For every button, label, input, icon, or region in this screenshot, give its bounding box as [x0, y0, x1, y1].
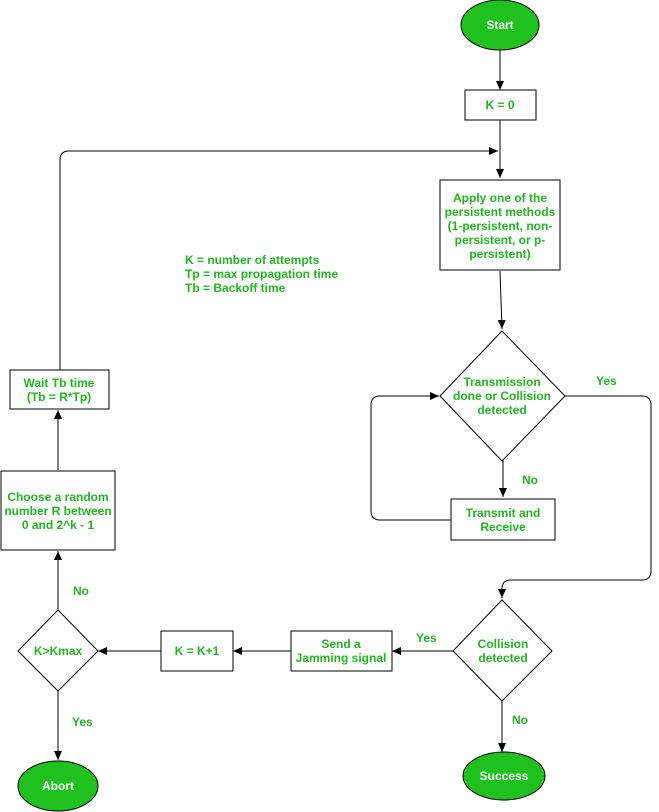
apply-line-1: Apply one of the: [453, 191, 547, 205]
apply-line-5: persistent): [469, 247, 530, 261]
tx-recv-box: [450, 498, 556, 541]
wait-box: [9, 369, 110, 410]
node-abort: Abort: [17, 760, 99, 812]
success-label: Success: [480, 769, 529, 783]
tx-done-line-2: done or Collision: [453, 389, 551, 403]
k-inc-box: [160, 630, 234, 672]
tx-recv-line-1: Transmit and: [466, 506, 541, 520]
tx-done-line-1: Transmission: [463, 375, 540, 389]
apply-box: [439, 179, 561, 271]
edge-label-tx-yes: Yes: [596, 374, 617, 388]
edge-wait-loop-to-apply: [59, 147, 498, 370]
tx-recv-line-2: Receive: [480, 520, 526, 534]
success-ellipse: [462, 751, 546, 801]
edge-label-kmax-yes: Yes: [72, 715, 93, 729]
edges: [54, 50, 652, 760]
node-k-inc: K = K+1: [160, 630, 234, 672]
legend-line-1: K = number of attempts: [185, 253, 320, 267]
k-inc-label: K = K+1: [175, 644, 220, 658]
legend-line-2: Tp = max propagation time: [185, 267, 338, 281]
jam-line-2: Jamming signal: [296, 651, 387, 665]
choose-r-line-3: 0 and 2^k - 1: [22, 518, 95, 532]
collision-line-1: Collision: [478, 637, 529, 651]
edge-tx-recv-loop-to-tx-done: [370, 392, 451, 521]
node-tx-done: Transmission done or Collision detected: [439, 330, 566, 462]
node-start: Start: [460, 0, 540, 51]
k-init-label: K = 0: [485, 98, 514, 112]
k-init-box: [464, 89, 537, 121]
legend-line-3: Tb = Backoff time: [185, 281, 286, 295]
choose-r-line-1: Choose a random: [7, 490, 108, 504]
abort-label: Abort: [42, 779, 74, 793]
apply-line-2: persistent methods: [445, 205, 556, 219]
tx-done-diamond: [439, 330, 566, 462]
node-jam: Send a Jamming signal: [290, 630, 393, 672]
legend: K = number of attempts Tp = max propagat…: [185, 253, 338, 295]
apply-line-3: (1-persistent, non-: [448, 219, 553, 233]
start-label: Start: [486, 18, 513, 32]
node-choose-r: Choose a random number R between 0 and 2…: [0, 470, 116, 551]
choose-r-box: [0, 470, 116, 551]
apply-line-4: persistent, or p-: [455, 233, 546, 247]
start-ellipse: [460, 0, 540, 51]
edge-label-kmax-no: No: [73, 584, 89, 598]
node-tx-recv: Transmit and Receive: [450, 498, 556, 541]
node-success: Success: [462, 751, 546, 801]
jam-box: [290, 630, 393, 672]
node-k-init: K = 0: [464, 89, 537, 121]
node-apply: Apply one of the persistent methods (1-p…: [439, 179, 561, 271]
edge-label-collision-yes: Yes: [416, 631, 437, 645]
collision-line-2: detected: [478, 651, 527, 665]
abort-ellipse: [17, 760, 99, 812]
edge-label-tx-no: No: [522, 473, 538, 487]
node-collision: Collision detected: [452, 599, 553, 702]
node-wait: Wait Tb time (Tb = R*Tp): [9, 369, 110, 410]
edge-tx-done-yes-to-collision: [498, 395, 652, 598]
tx-done-line-3: detected: [477, 403, 526, 417]
jam-line-1: Send a: [321, 637, 361, 651]
choose-r-line-2: number R between: [4, 504, 111, 518]
edge-label-collision-no: No: [512, 713, 528, 727]
node-k-check: K>Kmax: [17, 609, 99, 692]
wait-line-2: (Tb = R*Tp): [27, 390, 91, 404]
k-check-diamond: [17, 609, 99, 692]
edge-apply-to-tx-done: [497, 270, 506, 330]
collision-diamond: [452, 599, 553, 702]
k-check-label: K>Kmax: [34, 644, 83, 658]
wait-line-1: Wait Tb time: [24, 376, 95, 390]
